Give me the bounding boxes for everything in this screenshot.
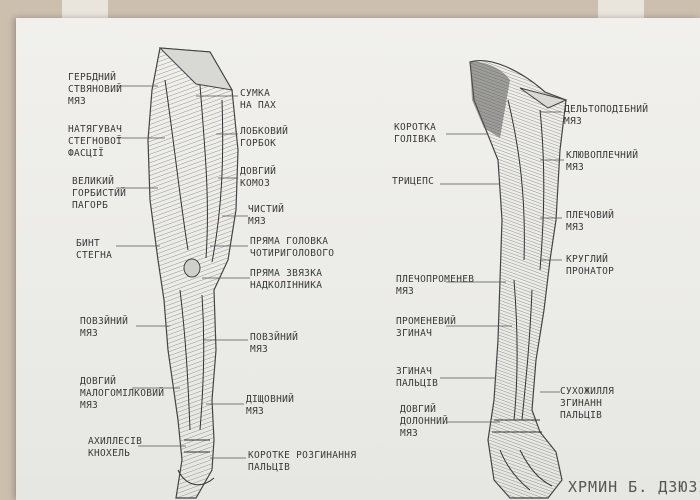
- label-thigh-band: БИНТ СТЕГНА: [76, 238, 113, 261]
- label-gluteus: ГЕРБДНИЙ СТВЯНОВИЙ МЯЗ: [68, 72, 123, 107]
- label-palmaris-longus: ДОВГИЙ ДОЛОННИЙ МЯЗ: [400, 404, 449, 439]
- label-triceps: ТРИЦЕПС: [392, 176, 435, 187]
- leg-drawing: [147, 47, 239, 499]
- signature: ХРМИН Б. ДЗЮЗІ: [568, 478, 700, 496]
- label-crawling-muscle-left: ПОВЗЙНИЙ МЯЗ: [80, 316, 129, 339]
- drawing-sheet: [16, 18, 700, 500]
- label-pronator-teres: КРУГЛИЙ ПРОНАТОР: [566, 254, 615, 277]
- label-tensor-fasciae: НАТЯГУВАЧ СТЕГНОВОЇ ФАСЦІЇ: [68, 124, 123, 159]
- label-peroneus-longus: ДОВГИЙ МАЛОГОМІЛКОВИЙ МЯЗ: [80, 376, 165, 411]
- arm-drawing: [469, 60, 568, 499]
- label-radial-flexor: ПРОМЕНЕВИЙ ЗГИНАЧ: [396, 316, 457, 339]
- label-brachialis: ПЛЕЧОВИЙ МЯЗ: [566, 210, 615, 233]
- label-crawling-muscle-right: ПОВЗЙНИЙ МЯЗ: [250, 332, 299, 355]
- label-extensor-brevis: КОРОТКЕ РОЗГИНАННЯ ПАЛЬЦІВ: [248, 450, 357, 473]
- label-patellar-ligament: ПРЯМА ЗВЯЗКА НАДКОЛІННИКА: [250, 268, 323, 291]
- label-greater-trochanter: ВЕЛИКИЙ ГОРБИСТИЙ ПАГОРБ: [72, 176, 127, 211]
- label-coracobrachialis: КЛЮВОПЛЕЧНИЙ МЯЗ: [566, 150, 639, 173]
- label-gracilis: ЧИСТИЙ МЯЗ: [248, 204, 285, 227]
- label-inguinal: СУМКА НА ПАХ: [240, 88, 277, 111]
- label-soleus: ДІЩОВНИЙ МЯЗ: [246, 394, 295, 417]
- label-short-head: КОРОТКА ГОЛІВКА: [394, 122, 437, 145]
- label-pubic-tubercle: ЛОБКОВИЙ ГОРБОК: [240, 126, 289, 149]
- label-achilles: АХИЛЛЕСІВ КНОХЕЛЬ: [88, 436, 143, 459]
- label-deltoid: ДЕЛЬТОПОДІБНИЙ МЯЗ: [564, 104, 649, 127]
- label-brachioradialis: ПЛЕЧОПРОМЕНЕВ МЯЗ: [396, 274, 475, 297]
- label-flexor-tendons: СУХОЖИЛЛЯ ЗГИНАНН ПАЛЬЦІВ: [560, 386, 615, 421]
- leader-lines: [116, 85, 564, 459]
- label-rectus-head: ПРЯМА ГОЛОВКА ЧОТИРИГОЛОВОГО: [250, 236, 335, 259]
- label-finger-flexor: ЗГИНАЧ ПАЛЬЦІВ: [396, 366, 439, 389]
- label-long-adductor: ДОВГИЙ КОМОЗ: [240, 166, 277, 189]
